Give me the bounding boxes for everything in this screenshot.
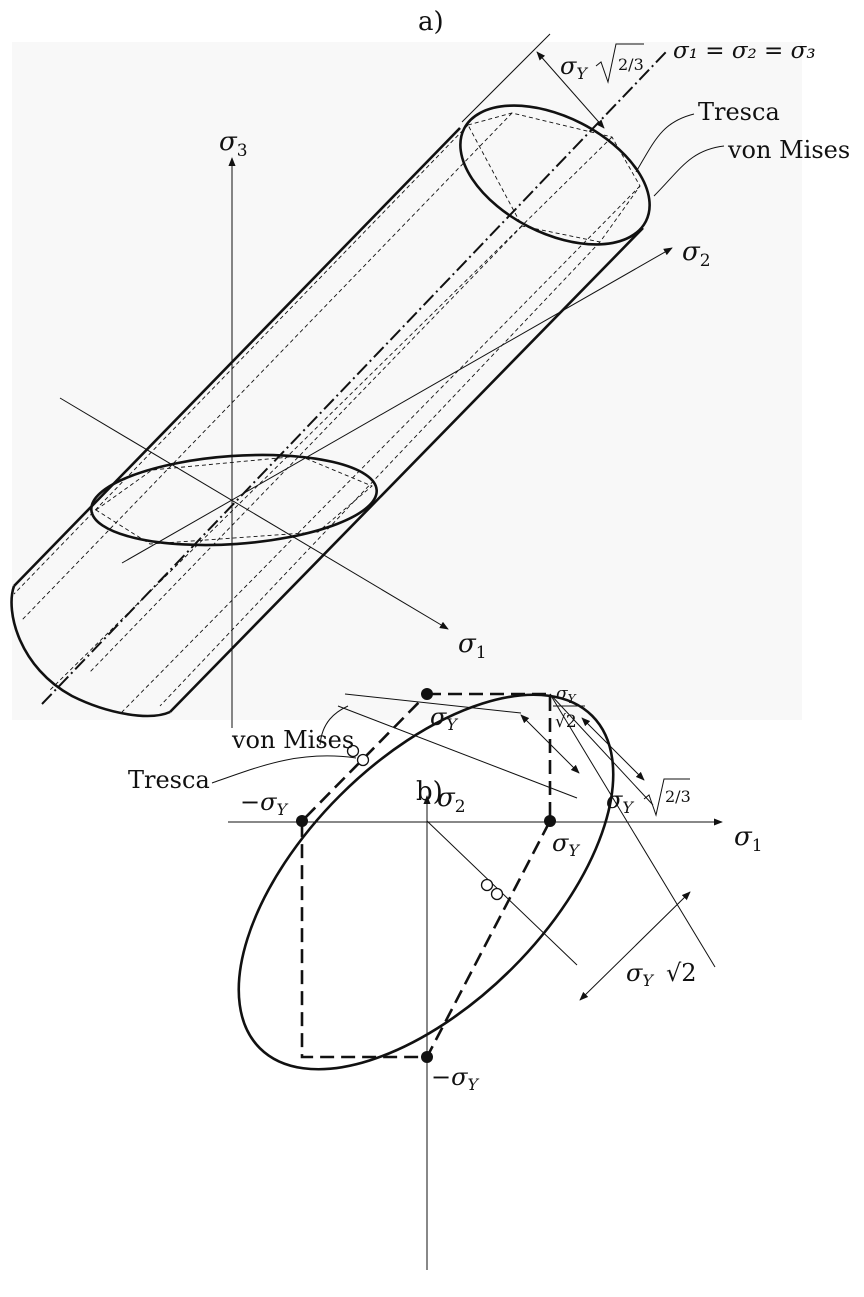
point-sy-right xyxy=(544,815,556,827)
tresca-leader-b xyxy=(211,755,357,784)
radius-label: σY 2/3 xyxy=(560,43,644,84)
von-mises-leader-b xyxy=(319,705,349,746)
panel-a-label: a) xyxy=(418,7,444,37)
panel-a: a) xyxy=(10,7,850,728)
von-mises-cylinder xyxy=(10,104,651,718)
middle-tresca-hexagon xyxy=(95,455,373,545)
tresca-leader-a xyxy=(635,113,695,173)
point-sy-top xyxy=(421,688,433,700)
hydrostatic-axis xyxy=(41,51,667,705)
panel-a-background xyxy=(12,42,802,720)
von-mises-leader-a xyxy=(653,145,725,197)
sy-right-label: σY xyxy=(552,829,580,860)
point-sy-left xyxy=(296,815,308,827)
open-point-tresca-upper xyxy=(356,753,370,767)
open-point-tresca-lower xyxy=(480,878,494,892)
radius-dimension xyxy=(461,33,605,129)
sigma1-axis xyxy=(59,397,449,630)
open-point-vm-lower xyxy=(490,887,504,901)
dim-inner-arrow xyxy=(520,714,580,774)
tresca-label-a: Tresca xyxy=(698,98,780,126)
sigma1-axis-label: σ1 xyxy=(458,629,487,663)
tresca-label-b: Tresca xyxy=(128,766,210,794)
sigma2-axis-label-b: σ2 xyxy=(437,783,466,817)
svg-text:√2: √2 xyxy=(666,959,697,987)
top-tresca-hexagon xyxy=(467,112,641,243)
middle-von-mises-ellipse xyxy=(90,453,378,547)
radius-factor: 2/3 xyxy=(618,55,644,74)
von-mises-label-a: von Mises xyxy=(727,136,850,164)
sy-top-label: σY xyxy=(430,703,458,734)
svg-text:σY: σY xyxy=(556,684,577,706)
hydrostatic-line-label: σ₁ = σ₂ = σ₃ xyxy=(673,38,816,64)
tresca-prism-edges xyxy=(13,112,641,713)
sigma2-axis xyxy=(121,247,673,564)
von-mises-ellipse-b xyxy=(237,693,615,1071)
svg-text:σY: σY xyxy=(606,786,634,817)
dim-outer-arrow xyxy=(581,717,645,781)
svg-text:σY: σY xyxy=(626,959,654,990)
svg-text:√2: √2 xyxy=(555,712,577,732)
von-mises-label-b: von Mises xyxy=(231,726,354,754)
point-sy-bottom xyxy=(421,1051,433,1063)
svg-text:2/3: 2/3 xyxy=(665,787,691,806)
sigma3-axis-label: σ3 xyxy=(219,127,248,161)
dim-bottom-arrow xyxy=(579,891,691,1001)
sigma1-axis-label-b: σ1 xyxy=(734,822,763,856)
dist-bottom-label: σY √2 xyxy=(626,959,697,990)
panel-b: b) σ2 σ1 xyxy=(128,684,763,1270)
open-point-vm-upper xyxy=(346,744,360,758)
svg-text:σY: σY xyxy=(560,52,588,83)
construction-lines-b xyxy=(337,693,716,968)
sigma2-axis-label: σ2 xyxy=(682,237,711,271)
sy-left-label: −σY xyxy=(240,788,289,819)
dist-outer-label: σY 2/3 xyxy=(606,778,691,817)
dist-inner-label: σY √2 xyxy=(553,684,585,732)
sy-bottom-label: −σY xyxy=(431,1063,480,1094)
